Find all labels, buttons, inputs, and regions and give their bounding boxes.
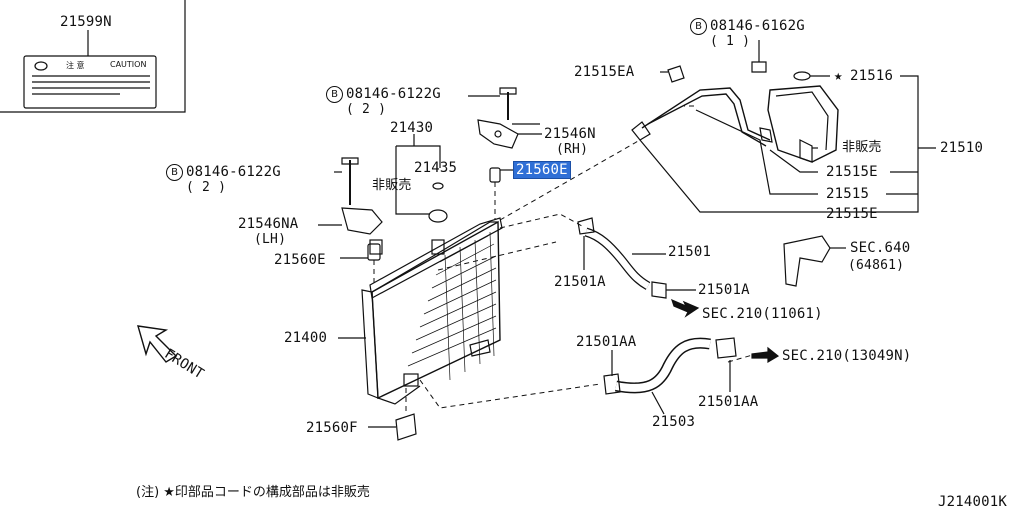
not-for-sale-a: 非販売 — [372, 178, 412, 193]
mount-lh-drawing — [341, 207, 383, 235]
arrow-sec210-a — [671, 298, 700, 318]
bolt-b-icon: B — [166, 164, 183, 181]
sec-210-11061: SEC.210(11061) — [702, 306, 823, 322]
radiator-cap-drawing — [428, 209, 448, 223]
part-21503: 21503 — [652, 414, 696, 430]
part-21546n: 21546N — [544, 126, 596, 142]
bush-bottom — [395, 413, 417, 441]
part-21430: 21430 — [390, 120, 434, 136]
arrow-sec210-b — [751, 346, 780, 364]
bolt-b-icon: B — [326, 86, 343, 103]
part-21546na: 21546NA — [238, 216, 299, 232]
bolt-rh-qty: ( 2 ) — [346, 102, 387, 117]
footnote: (注) ★印部品コードの構成部品は非販売 — [136, 485, 370, 500]
part-21516: 21516 — [850, 68, 894, 84]
part-21501a-left: 21501A — [554, 274, 606, 290]
part-21560f: 21560F — [306, 420, 358, 436]
part-21435: 21435 — [414, 160, 458, 176]
part-21501a-right: 21501A — [698, 282, 750, 298]
bolt-tank-part: 08146-6162G — [710, 18, 805, 34]
part-21515ea: 21515EA — [574, 64, 635, 80]
part-21599n: 21599N — [60, 14, 112, 30]
mount-rh-drawing — [477, 119, 519, 149]
part-21546na-side: (LH) — [254, 232, 287, 247]
part-21515e-a: 21515E — [826, 164, 878, 180]
part-21510: 21510 — [940, 140, 984, 156]
part-21515e-b: 21515E — [826, 206, 878, 222]
part-21515: 21515 — [826, 186, 870, 202]
hose-21515 — [641, 87, 771, 141]
radiator-drawing — [361, 217, 503, 405]
front-arrow — [137, 325, 178, 363]
part-21560e-highlighted[interactable]: 21560E — [513, 161, 571, 179]
caution-label-card — [23, 55, 157, 109]
part-21501aa-left: 21501AA — [576, 334, 637, 350]
caution-en-text: CAUTION — [110, 60, 147, 69]
bolt-b-icon: B — [690, 18, 707, 35]
part-21516-star: ★ — [834, 68, 843, 84]
not-for-sale-b: 非販売 — [842, 140, 882, 155]
bolt-lh-part: 08146-6122G — [186, 164, 281, 180]
part-21546n-side: (RH) — [556, 142, 589, 157]
caution-jp-text: 注 意 — [66, 61, 85, 70]
bush-rh — [489, 167, 501, 183]
bracket-sec640 — [783, 235, 831, 287]
sec-210-13049n: SEC.210(13049N) — [782, 348, 912, 364]
diagram-id: J214001K — [938, 494, 1008, 510]
bolt-lh-qty: ( 2 ) — [186, 180, 227, 195]
part-21501aa-right: 21501AA — [698, 394, 759, 410]
part-21400: 21400 — [284, 330, 328, 346]
bolt-rh-part: 08146-6122G — [346, 86, 441, 102]
reservoir-tank-drawing — [767, 85, 839, 163]
sec-640: SEC.640 — [850, 240, 911, 256]
caution-label-frame — [0, 0, 186, 113]
part-21501: 21501 — [668, 244, 712, 260]
sec-640-sub: (64861) — [848, 258, 905, 273]
bolt-tank-qty: ( 1 ) — [710, 34, 751, 49]
part-21560e: 21560E — [274, 252, 326, 268]
